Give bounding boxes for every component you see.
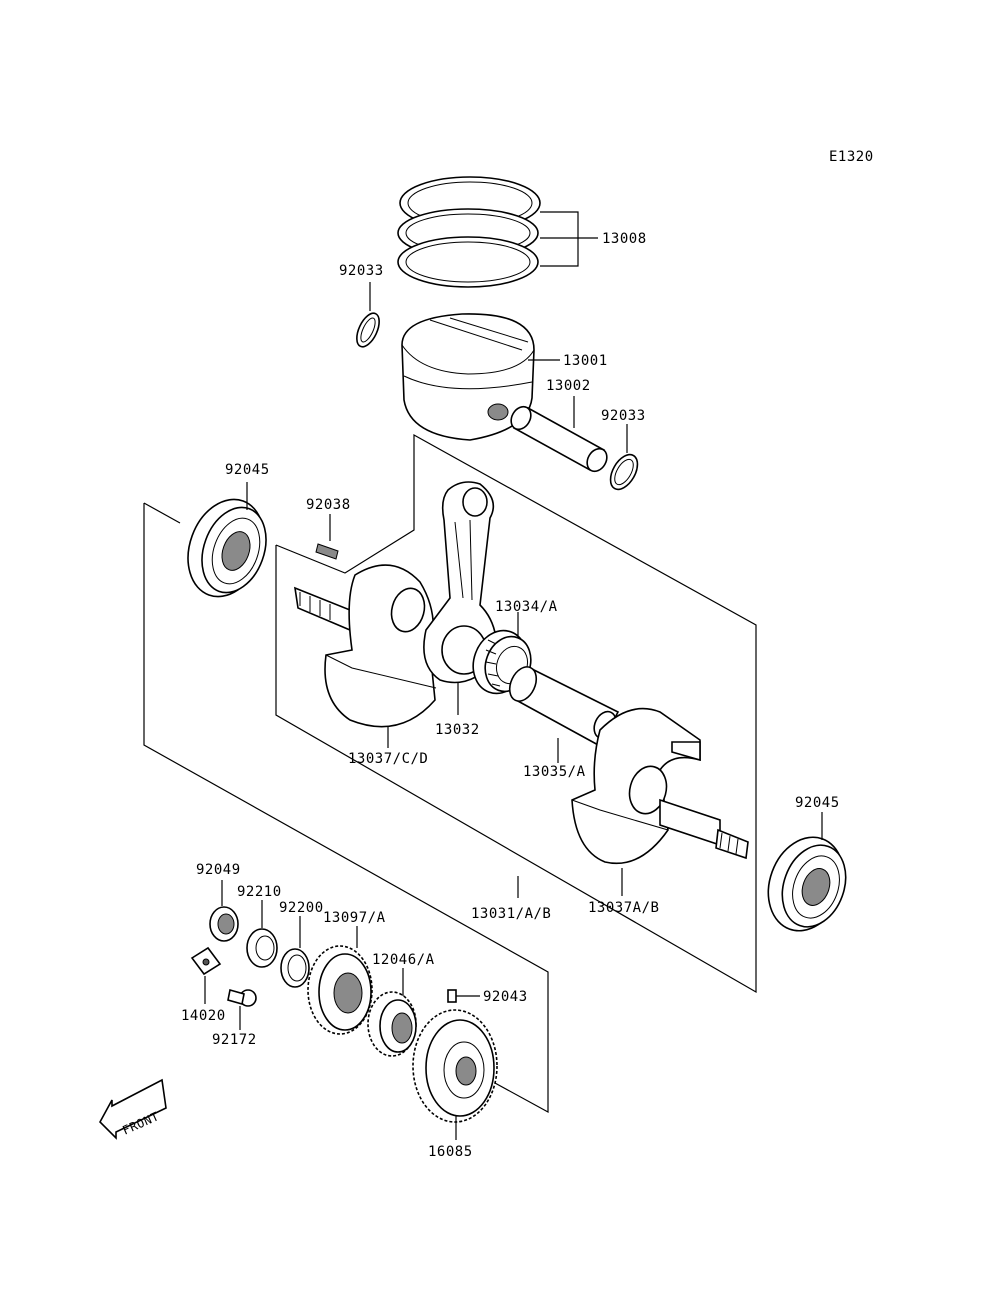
label-bolt: 92172 bbox=[212, 1032, 257, 1048]
label-key: 92038 bbox=[306, 497, 351, 513]
label-circlip-left: 92033 bbox=[339, 263, 384, 279]
label-crank-assy: 13031/A/B bbox=[471, 906, 551, 922]
circlip-right-drawing bbox=[609, 453, 639, 491]
piston-pin-drawing bbox=[510, 405, 608, 473]
circlip-left-drawing bbox=[356, 312, 380, 348]
label-oil-seal: 92049 bbox=[196, 862, 241, 878]
piston-drawing bbox=[401, 313, 535, 441]
piston-rings-drawing bbox=[397, 176, 541, 288]
oil-seal-drawing bbox=[209, 906, 239, 942]
rings-leader bbox=[540, 211, 598, 267]
key-drawing bbox=[315, 543, 339, 560]
label-bearing-left: 92045 bbox=[225, 462, 270, 478]
bearing-left-drawing bbox=[187, 498, 267, 598]
label-plate: 14020 bbox=[181, 1008, 226, 1024]
gear-13097-drawing bbox=[307, 945, 373, 1035]
label-crank-right: 13037A/B bbox=[588, 900, 659, 916]
washer-drawing bbox=[280, 948, 310, 988]
crank-left-drawing bbox=[294, 564, 437, 728]
diagram-code: E1320 bbox=[829, 149, 874, 165]
pin-drawing bbox=[447, 989, 457, 1003]
bolt-drawing bbox=[227, 988, 257, 1007]
label-crank-left: 13037/C/D bbox=[348, 751, 428, 767]
label-rings: 13008 bbox=[602, 231, 647, 247]
group-outline bbox=[143, 433, 757, 1114]
gear-16085-drawing bbox=[412, 1009, 498, 1123]
label-gear-13097: 13097/A bbox=[323, 910, 386, 926]
label-washer: 92200 bbox=[279, 900, 324, 916]
crank-right-drawing bbox=[571, 707, 749, 864]
gear-12046-drawing bbox=[367, 991, 417, 1057]
label-pin: 92043 bbox=[483, 989, 528, 1005]
label-piston-pin: 13002 bbox=[546, 378, 591, 394]
plate-drawing bbox=[190, 946, 222, 976]
label-crankpin: 13035/A bbox=[523, 764, 586, 780]
front-arrow-icon: FRONT bbox=[99, 1078, 167, 1140]
label-gear-12046: 12046/A bbox=[372, 952, 435, 968]
label-piston: 13001 bbox=[563, 353, 608, 369]
label-needle-bearing: 13034/A bbox=[495, 599, 558, 615]
spacer-drawing bbox=[246, 928, 278, 968]
label-con-rod: 13032 bbox=[435, 722, 480, 738]
label-bearing-right: 92045 bbox=[795, 795, 840, 811]
label-circlip-right: 92033 bbox=[601, 408, 646, 424]
label-gear-16085: 16085 bbox=[428, 1144, 473, 1160]
label-spacer: 92210 bbox=[237, 884, 282, 900]
bearing-right-drawing bbox=[767, 836, 847, 932]
